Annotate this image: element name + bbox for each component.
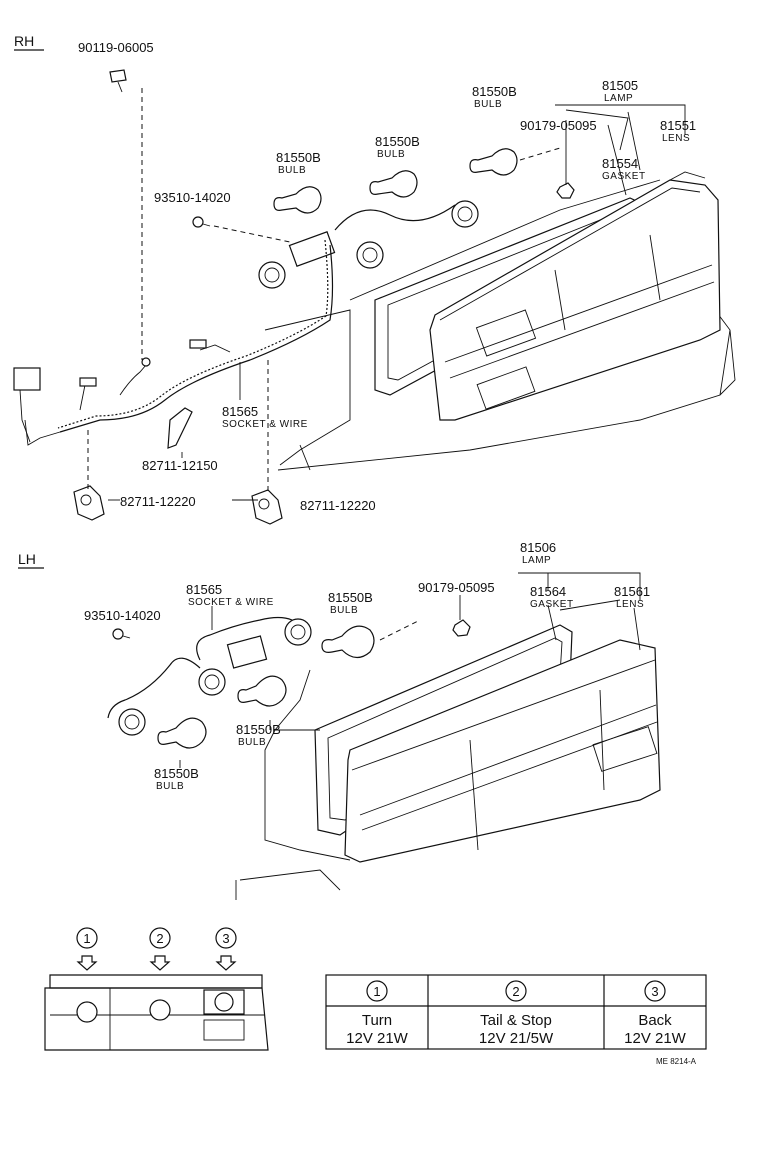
inset-socket-1 xyxy=(76,1001,98,1023)
rh-bulb-mid xyxy=(369,170,418,198)
rh-socket-wire-harness xyxy=(13,204,456,446)
rh-label-lens-number: 81551 xyxy=(660,118,696,133)
rh-label-bulb-left-number: 81550B xyxy=(276,150,321,165)
lh-sockets xyxy=(118,618,312,736)
position-marker-2: 2 xyxy=(149,927,171,971)
rh-lamp-lens xyxy=(429,171,721,421)
position-marker-1-text: 1 xyxy=(83,931,90,946)
table-marker-1: 1 xyxy=(373,984,380,999)
table-function-3: Back xyxy=(638,1012,672,1029)
rh-screw-top xyxy=(109,69,127,93)
bulb-spec-table: 1 2 3 Turn 12V 21W Tail & Stop 12V 21/5W… xyxy=(325,974,707,1050)
rh-clamp-left xyxy=(73,485,105,521)
lh-label-screw-small: 93510-14020 xyxy=(84,608,161,623)
rh-label-socket-wire-number: 81565 xyxy=(222,404,258,419)
inset-socket-2 xyxy=(149,999,171,1021)
lh-label-gasket-name: GASKET xyxy=(530,599,574,610)
lh-label-socket-wire-number: 81565 xyxy=(186,582,222,597)
position-marker-3: 3 xyxy=(215,927,237,971)
lh-label-lens-number: 81561 xyxy=(614,584,650,599)
rh-label-socket-wire-name: SOCKET & WIRE xyxy=(222,419,308,430)
rh-label-lamp-name: LAMP xyxy=(604,93,633,104)
table-spec-2: 12V 21/5W xyxy=(479,1030,554,1047)
rh-label-bulb-right-name: BULB xyxy=(474,99,502,110)
rh-sockets xyxy=(258,200,479,289)
inset-lower-window xyxy=(203,1019,245,1041)
table-spec-1: 12V 21W xyxy=(346,1030,409,1047)
rh-clamp-right xyxy=(251,489,283,525)
rh-label-bulb-mid-number: 81550B xyxy=(375,134,420,149)
table-marker-3: 3 xyxy=(651,984,658,999)
lh-label-bulb-mid-name: BULB xyxy=(238,737,266,748)
section-label-rh: RH xyxy=(14,33,34,49)
position-marker-1: 1 xyxy=(76,927,98,971)
rh-label-bulb-right-number: 81550B xyxy=(472,84,517,99)
lamp-position-inset xyxy=(44,974,269,1051)
rh-label-lens-name: LENS xyxy=(662,133,690,144)
inset-socket-3 xyxy=(214,992,234,1012)
position-marker-3-text: 3 xyxy=(222,931,229,946)
lh-label-lamp-number: 81506 xyxy=(520,540,556,555)
lh-bulb-bottom xyxy=(157,717,207,749)
lh-leader-lines xyxy=(179,572,641,768)
lh-vehicle-body xyxy=(235,599,621,900)
rh-leader-lines xyxy=(87,88,686,501)
lh-label-nut: 90179-05095 xyxy=(418,580,495,595)
position-marker-2-text: 2 xyxy=(156,931,163,946)
rh-label-bulb-mid-name: BULB xyxy=(377,149,405,160)
rh-bulb-right xyxy=(469,148,518,176)
lh-bulb-mid xyxy=(237,675,287,707)
table-function-2: Tail & Stop xyxy=(480,1012,552,1029)
lh-label-bulb-bottom-name: BULB xyxy=(156,781,184,792)
rh-label-gasket-name: GASKET xyxy=(602,171,646,182)
lh-label-lamp-name: LAMP xyxy=(522,555,551,566)
rh-bulb-left xyxy=(273,186,322,214)
lh-label-socket-wire-name: SOCKET & WIRE xyxy=(188,597,274,608)
lh-label-bulb-mid-number: 81550B xyxy=(236,722,281,737)
rh-clip xyxy=(167,407,193,449)
footer-code: ME 8214-A xyxy=(656,1057,697,1066)
rh-nut xyxy=(556,182,575,199)
rh-label-nut: 90179-05095 xyxy=(520,118,597,133)
table-function-1: Turn xyxy=(362,1012,392,1029)
section-label-lh: LH xyxy=(18,551,36,567)
lh-label-bulb-top-name: BULB xyxy=(330,605,358,616)
lh-label-lens-name: LENS xyxy=(616,599,644,610)
lh-nut xyxy=(452,619,471,637)
rh-label-screw-top: 90119-06005 xyxy=(78,40,154,55)
lh-label-gasket-number: 81564 xyxy=(530,584,566,599)
lh-lamp-lens xyxy=(344,639,661,863)
lh-bulb-top xyxy=(321,625,375,659)
table-spec-3: 12V 21W xyxy=(624,1030,687,1047)
rh-label-bulb-left-name: BULB xyxy=(278,165,306,176)
rh-label-clamp-right: 82711-12220 xyxy=(300,498,376,513)
rh-screw-small xyxy=(192,216,211,228)
table-marker-2: 2 xyxy=(512,984,519,999)
lh-label-bulb-top-number: 81550B xyxy=(328,590,373,605)
lh-screw-small xyxy=(112,628,131,640)
rh-label-clip: 82711-12150 xyxy=(142,458,218,473)
rh-label-screw-small: 93510-14020 xyxy=(154,190,231,205)
lh-socket-wire-harness xyxy=(107,616,293,719)
rh-label-lamp-number: 81505 xyxy=(602,78,638,93)
lh-label-bulb-bottom-number: 81550B xyxy=(154,766,199,781)
rh-label-gasket-number: 81554 xyxy=(602,156,638,171)
rh-label-clamp-left: 82711-12220 xyxy=(120,494,196,509)
